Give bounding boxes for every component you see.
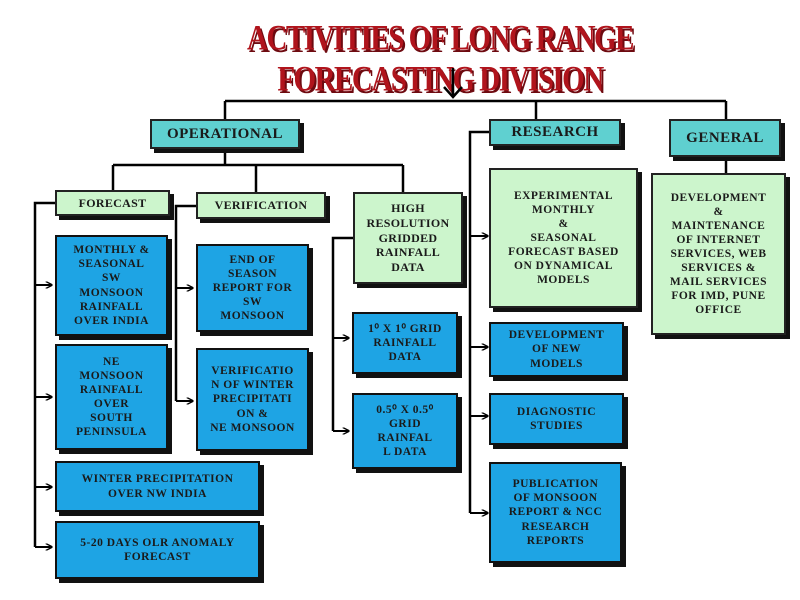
forecast-item-olr-anomaly: 5-20 DAYS OLR ANOMALY FORECAST: [55, 521, 260, 579]
verification-item-winter-ne-monsoon: VERIFICATIO N OF WINTER PRECIPITATI ON &…: [196, 348, 309, 451]
gridded-data-category: HIGH RESOLUTION GRIDDED RAINFALL DATA: [353, 192, 463, 284]
general-item-internet-services: DEVELOPMENT & MAINTENANCE OF INTERNET SE…: [651, 173, 786, 335]
gridded-item-1deg: 1⁰ X 1⁰ GRID RAINFALL DATA: [352, 312, 458, 374]
research-item-new-models: DEVELOPMENT OF NEW MODELS: [489, 322, 624, 377]
research-item-publication: PUBLICATION OF MONSOON REPORT & NCC RESE…: [489, 462, 622, 563]
research-item-dynamical-models: EXPERIMENTAL MONTHLY & SEASONAL FORECAST…: [489, 168, 638, 308]
operational-header: OPERATIONAL: [150, 119, 300, 149]
forecast-item-ne-monsoon: NE MONSOON RAINFALL OVER SOUTH PENINSULA: [55, 344, 168, 450]
forecast-item-winter-precipitation: WINTER PRECIPITATION OVER NW INDIA: [55, 461, 260, 512]
research-header: RESEARCH: [489, 119, 621, 146]
general-header: GENERAL: [669, 119, 781, 157]
diagram-title: ACTIVITIES OF LONG RANGE FORECASTING DIV…: [247, 18, 634, 100]
forecast-item-sw-monsoon: MONTHLY & SEASONAL SW MONSOON RAINFALL O…: [55, 235, 168, 336]
research-item-diagnostic-studies: DIAGNOSTIC STUDIES: [489, 393, 624, 445]
forecast-category: FORECAST: [55, 190, 170, 216]
verification-item-season-report: END OF SEASON REPORT FOR SW MONSOON: [196, 244, 309, 332]
title-arrow: [443, 68, 463, 99]
gridded-item-half-deg: 0.5⁰ X 0.5⁰ GRID RAINFAL L DATA: [352, 393, 458, 469]
verification-category: VERIFICATION: [196, 192, 326, 219]
